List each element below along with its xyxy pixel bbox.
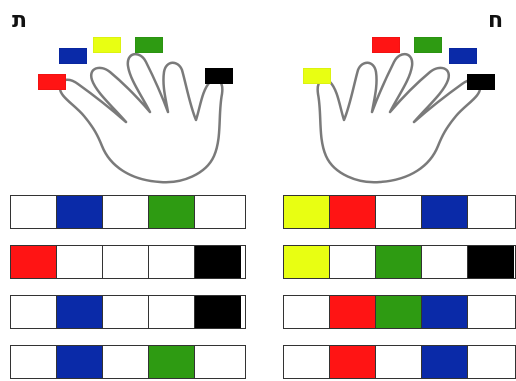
right-pattern-cell (468, 296, 514, 328)
left-pattern-row (10, 345, 246, 379)
right-pattern-cell (376, 246, 422, 278)
left-pattern-cell (149, 346, 195, 378)
right-hand-finger-tag (467, 74, 495, 90)
left-pattern-cell (11, 296, 57, 328)
right-pattern-cell (330, 296, 376, 328)
right-pattern-cell (422, 346, 468, 378)
left-pattern-cell (195, 196, 241, 228)
left-pattern-cell (149, 246, 195, 278)
right-hand-finger-tag (303, 68, 331, 84)
left-pattern-cell (195, 246, 241, 278)
left-pattern-cell (11, 346, 57, 378)
right-pattern-cell (468, 346, 514, 378)
right-pattern-cell (284, 346, 330, 378)
left-hand-finger-tag (38, 74, 66, 90)
left-hand-finger-tag (93, 37, 121, 53)
right-pattern-cell (284, 246, 330, 278)
left-pattern-cell (103, 246, 149, 278)
left-pattern-row (10, 195, 246, 229)
left-pattern-grid (10, 195, 246, 379)
right-pattern-cell (376, 296, 422, 328)
right-pattern-cell (284, 296, 330, 328)
right-hand-finger-tag (414, 37, 442, 53)
left-hand-finger-tag (59, 48, 87, 64)
right-pattern-cell (330, 196, 376, 228)
right-pattern-cell (422, 296, 468, 328)
right-pattern-row (283, 295, 516, 329)
right-pattern-cell (376, 346, 422, 378)
left-pattern-cell (103, 296, 149, 328)
left-pattern-row (10, 295, 246, 329)
left-pattern-cell (103, 196, 149, 228)
left-pattern-row (10, 245, 246, 279)
right-hand-icon (300, 42, 500, 192)
right-pattern-cell (468, 196, 514, 228)
left-pattern-cell (103, 346, 149, 378)
left-pattern-cell (11, 196, 57, 228)
left-hand-icon (40, 42, 240, 192)
right-pattern-row (283, 195, 516, 229)
left-pattern-cell (149, 196, 195, 228)
left-pattern-cell (57, 296, 103, 328)
right-pattern-row (283, 245, 516, 279)
right-hand-finger-tag (449, 48, 477, 64)
right-pattern-cell (422, 246, 468, 278)
left-pattern-cell (195, 296, 241, 328)
right-pattern-grid (283, 195, 516, 379)
right-hand-finger-tag (372, 37, 400, 53)
left-pattern-cell (57, 196, 103, 228)
right-pattern-cell (422, 196, 468, 228)
right-pattern-cell (468, 246, 514, 278)
right-pattern-cell (284, 196, 330, 228)
left-hand-finger-tag (135, 37, 163, 53)
left-hand-finger-tag (205, 68, 233, 84)
hebrew-letter-tav: ת (12, 10, 27, 32)
left-pattern-cell (11, 246, 57, 278)
left-pattern-cell (195, 346, 241, 378)
left-pattern-cell (149, 296, 195, 328)
right-pattern-row (283, 345, 516, 379)
left-pattern-cell (57, 246, 103, 278)
right-pattern-cell (376, 196, 422, 228)
right-pattern-cell (330, 246, 376, 278)
hebrew-letter-het: ח (488, 10, 503, 32)
left-pattern-cell (57, 346, 103, 378)
right-pattern-cell (330, 346, 376, 378)
